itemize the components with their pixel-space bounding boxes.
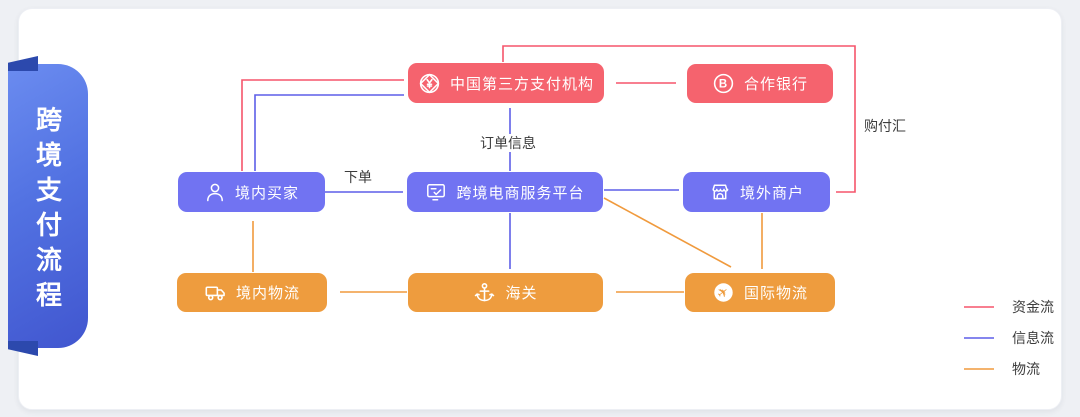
node-label: 境内买家 <box>234 184 299 202</box>
node-label: 境外商户 <box>739 184 804 202</box>
edge-label-place-order: 下单 <box>341 168 375 186</box>
node-partner-bank: B 合作银行 <box>687 64 833 103</box>
svg-text:✈: ✈ <box>714 283 733 302</box>
legend-item-logistics-flow: 物流 <box>962 359 1054 379</box>
node-label: 境内物流 <box>235 285 300 302</box>
node-payment-institution: 中国第三方支付机构 <box>408 63 604 103</box>
node-label: 跨境电商服务平台 <box>456 184 585 202</box>
node-domestic-buyer: 境内买家 <box>178 172 325 212</box>
node-label: 中国第三方支付机构 <box>449 75 594 93</box>
legend-label: 信息流 <box>1012 330 1054 346</box>
blue-arrow-icon <box>964 337 994 339</box>
yuan-badge-icon <box>419 73 440 93</box>
truck-icon <box>205 286 225 301</box>
red-arrow-icon <box>964 306 994 308</box>
legend-item-info-flow: 信息流 <box>962 328 1054 348</box>
page-title: 跨境支付流程 <box>32 105 63 316</box>
legend: 资金流 信息流 物流 <box>962 297 1054 379</box>
legend-item-funds-flow: 资金流 <box>962 297 1054 317</box>
orange-arrow-icon <box>964 368 994 370</box>
legend-label: 物流 <box>1012 361 1040 377</box>
anchor-icon <box>475 283 495 302</box>
node-domestic-logistics: 境内物流 <box>177 273 327 312</box>
legend-label: 资金流 <box>1012 299 1054 315</box>
storefront-icon <box>712 184 729 200</box>
title-ribbon: 跨境支付流程 <box>8 64 88 348</box>
monitor-check-icon <box>427 184 446 201</box>
bank-b-icon: B <box>713 73 734 94</box>
node-overseas-merchant: 境外商户 <box>683 172 830 212</box>
svg-text:B: B <box>719 79 728 91</box>
node-label: 合作银行 <box>743 76 808 93</box>
node-customs: 海关 <box>408 273 603 312</box>
node-intl-logistics: ✈ 国际物流 <box>685 273 835 312</box>
node-label: 海关 <box>505 285 538 302</box>
edge-label-order-info: 订单信息 <box>477 134 539 152</box>
node-label: 国际物流 <box>743 285 808 302</box>
globe-plane-icon: ✈ <box>714 283 733 302</box>
node-ecommerce-platform: 跨境电商服务平台 <box>407 172 603 212</box>
user-icon <box>207 183 223 202</box>
edge-label-fx-purchase: 购付汇 <box>861 117 909 135</box>
